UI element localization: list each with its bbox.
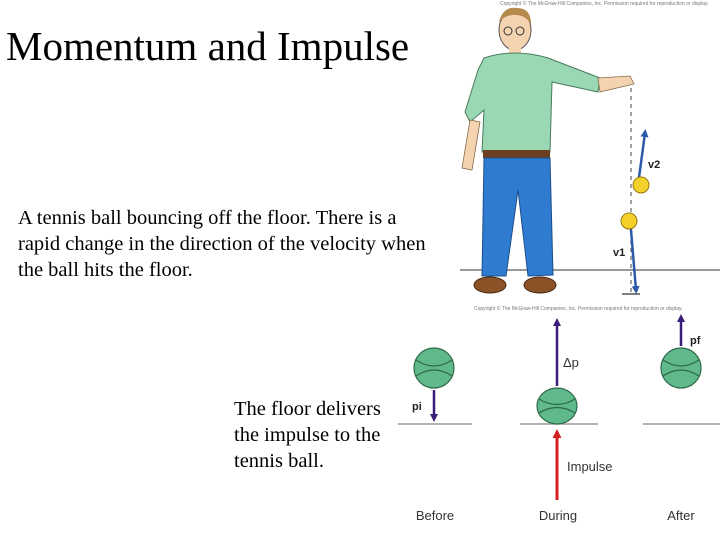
slide-title: Momentum and Impulse xyxy=(6,23,410,69)
main-caption: A tennis ball bouncing off the floor. Th… xyxy=(18,207,426,281)
stage-label-after: After xyxy=(667,508,695,523)
velocity-up-label: v2 xyxy=(648,159,660,171)
impulse-label: Impulse xyxy=(567,459,613,474)
final-momentum-label: pf xyxy=(690,335,701,347)
stage-label-before: Before xyxy=(416,508,454,523)
copyright-notice-bottom: Copyright © The McGraw-Hill Companies, I… xyxy=(474,306,683,312)
tennis-ball-after xyxy=(660,347,702,389)
tennis-ball-before xyxy=(413,347,455,389)
velocity-up-arrow xyxy=(636,129,649,186)
man-figure xyxy=(460,7,720,294)
change-momentum-label: Δp xyxy=(563,355,579,370)
velocity-down-arrow xyxy=(628,217,640,294)
initial-momentum-label: pi xyxy=(412,401,422,413)
tennis-ball-during xyxy=(536,387,578,425)
tennis-ball-falling xyxy=(620,212,638,230)
velocity-down-label: v1 xyxy=(613,247,625,259)
stage-label-during: During xyxy=(539,508,577,523)
tennis-ball-rising xyxy=(632,176,650,194)
copyright-notice-top: Copyright © The McGraw-Hill Companies, I… xyxy=(500,1,709,7)
secondary-caption: The floor delivers the impulse to the te… xyxy=(234,398,381,472)
